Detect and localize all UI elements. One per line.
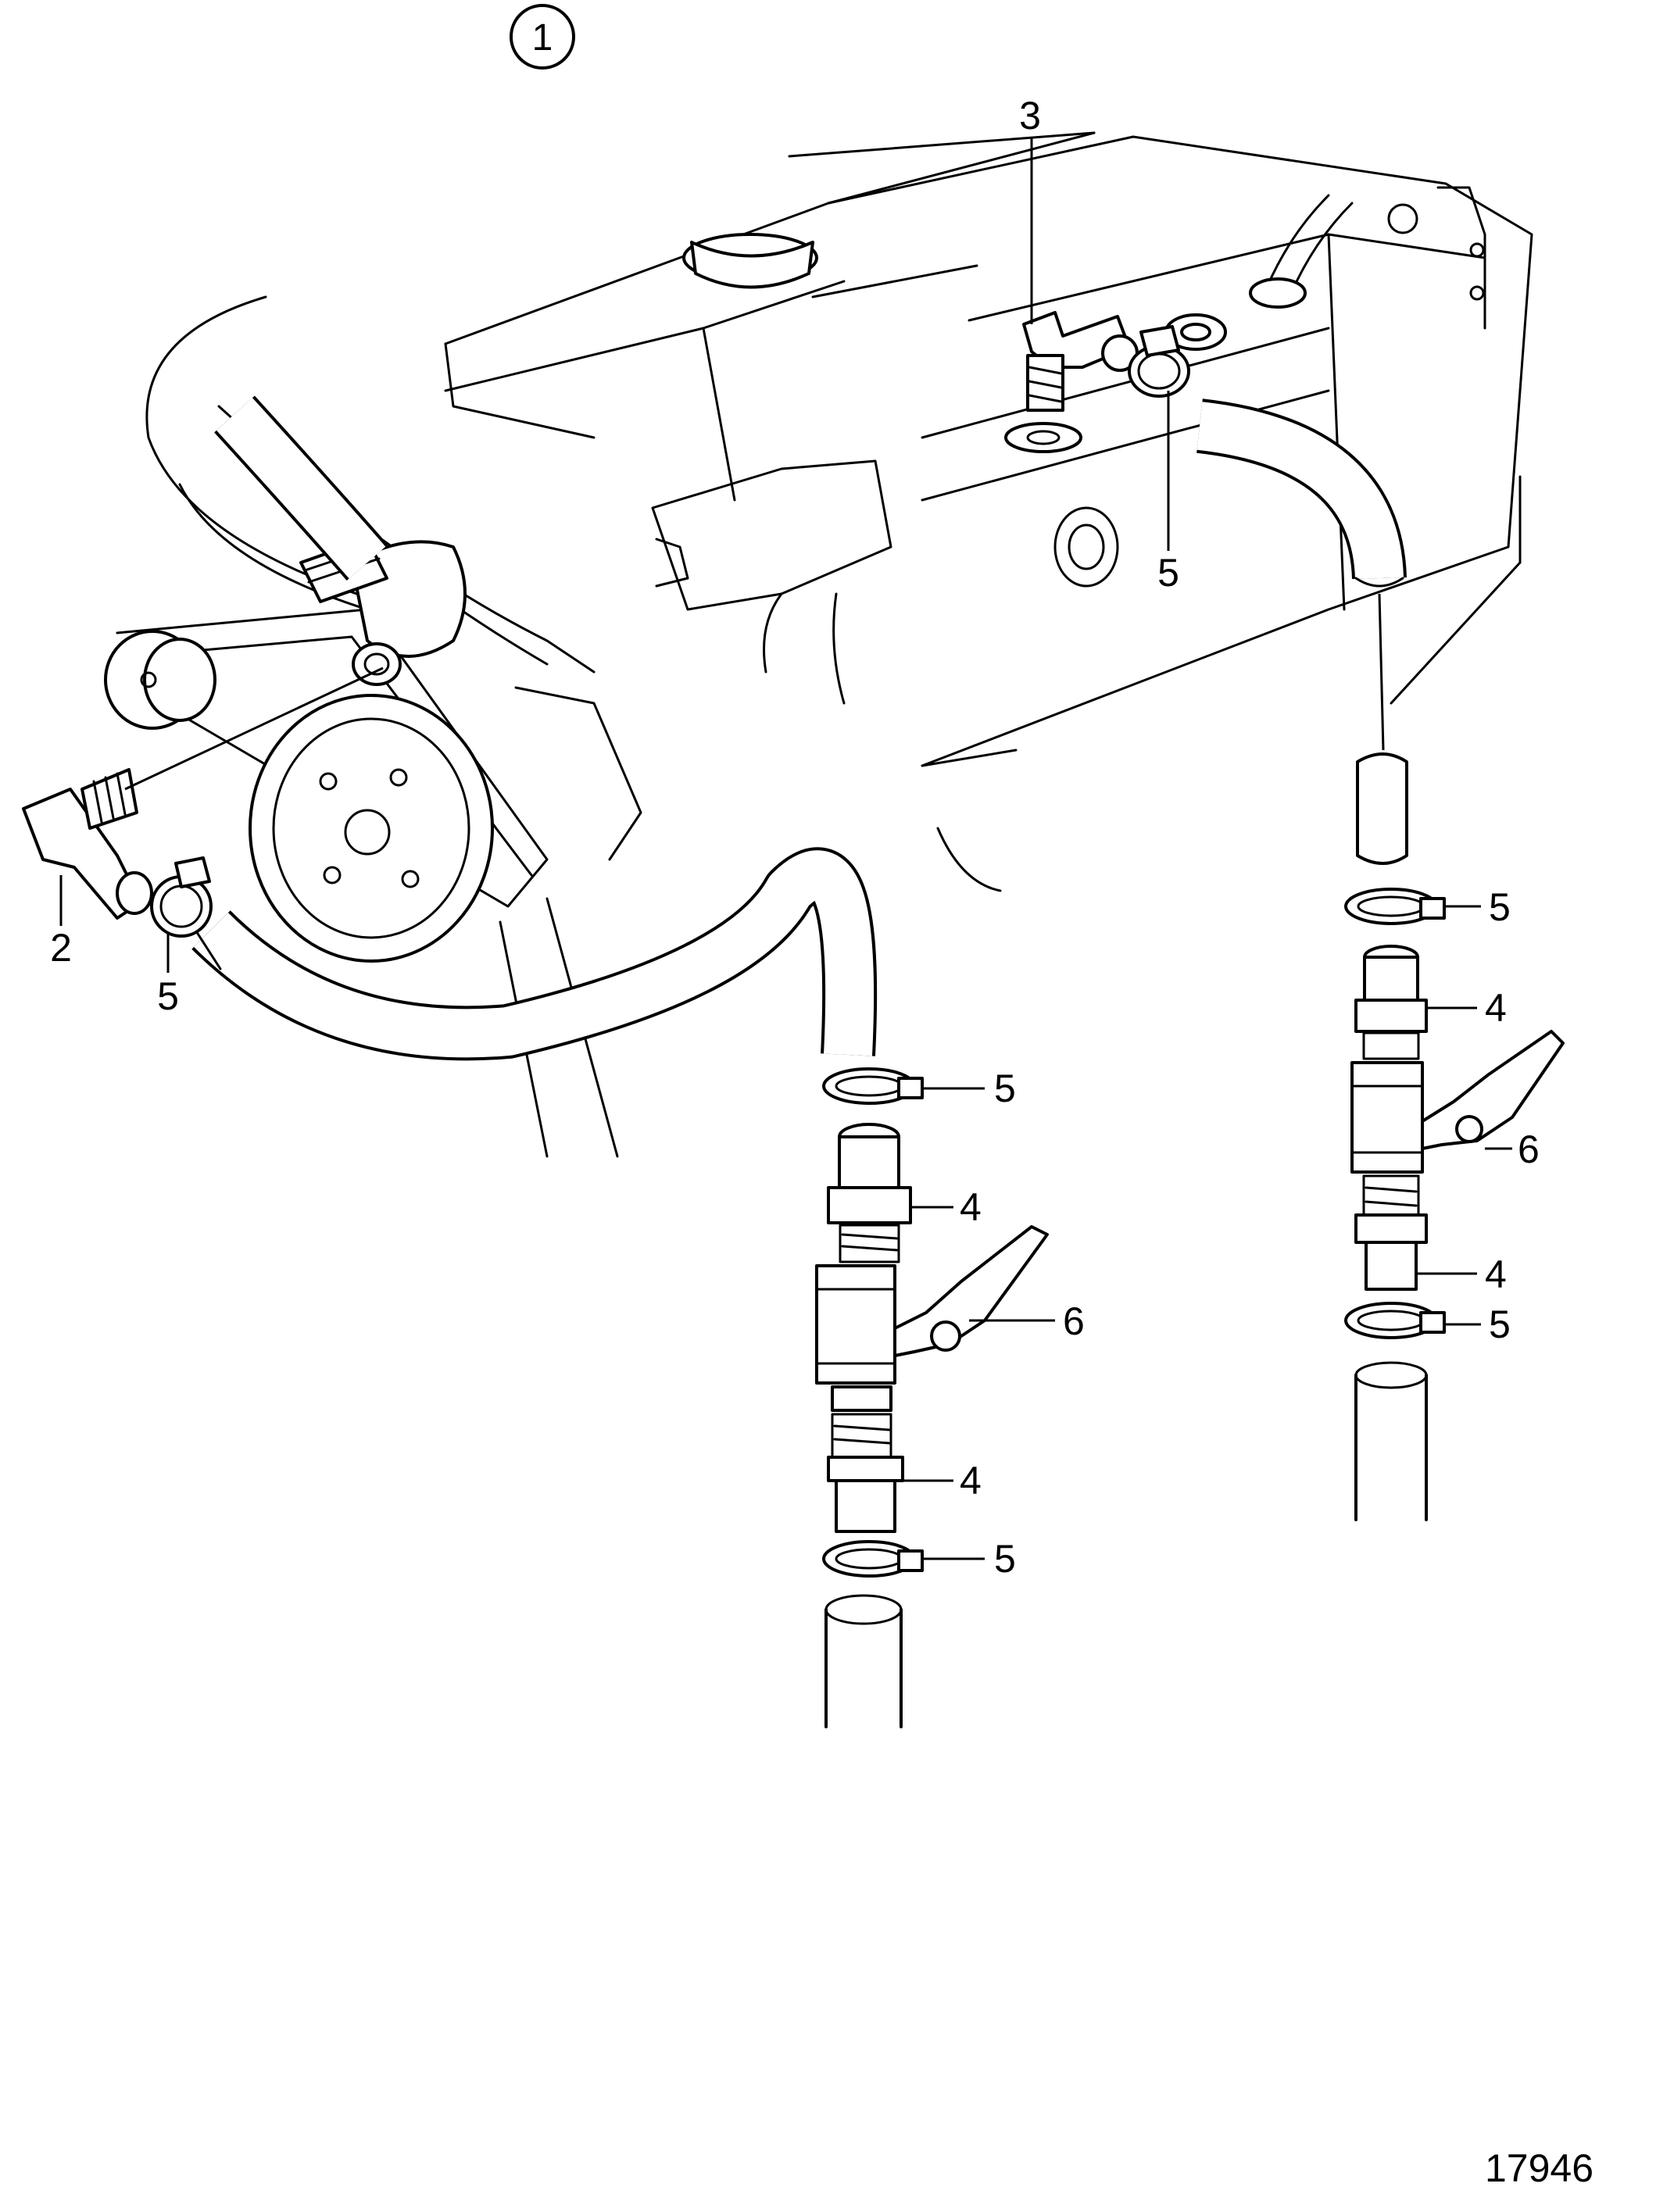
elbow-fitting-part-3: [1004, 137, 1139, 453]
callout-5-left: 5: [157, 974, 179, 1018]
callout-2: 2: [50, 926, 72, 970]
oil-filler-cap: [682, 233, 818, 289]
hose-clamp-left: [150, 856, 213, 973]
pulleys: [104, 608, 549, 963]
callout-3: 3: [1019, 94, 1041, 138]
pump-outlet: [299, 538, 467, 686]
callout-4-left-upper: 4: [960, 1185, 982, 1229]
callout-5-right-upper-clamp: 5: [1489, 885, 1511, 929]
upper-return-hose: [214, 395, 388, 581]
callout-6-left: 6: [1063, 1299, 1085, 1343]
right-valve-assembly: [1344, 888, 1565, 1521]
callout-labels: 3 2 5 5 5 4 6 4 5 5 4 6 4 5: [50, 94, 1540, 1581]
hose-clamp-top: [1128, 325, 1190, 551]
drawing-number: 17946: [1485, 2146, 1594, 2190]
head-port: [1164, 313, 1227, 351]
elbow-fitting-part-2: [22, 666, 384, 926]
callout-4-left-lower: 4: [960, 1459, 982, 1503]
right-outlet-hose: [1196, 398, 1522, 865]
figure-index-label: 1: [532, 17, 553, 59]
callout-5-left-upper-clamp: 5: [994, 1067, 1016, 1110]
callout-6-right: 6: [1518, 1127, 1540, 1171]
figure-index: 1: [510, 4, 575, 70]
callout-4-right-lower: 4: [1485, 1253, 1507, 1296]
left-valve-assembly: [815, 1067, 1055, 1728]
callout-5-left-lower-clamp: 5: [994, 1537, 1016, 1581]
callout-5-top: 5: [1157, 551, 1179, 595]
callout-5-right-lower-clamp: 5: [1489, 1303, 1511, 1346]
callout-4-right-upper: 4: [1485, 986, 1507, 1030]
